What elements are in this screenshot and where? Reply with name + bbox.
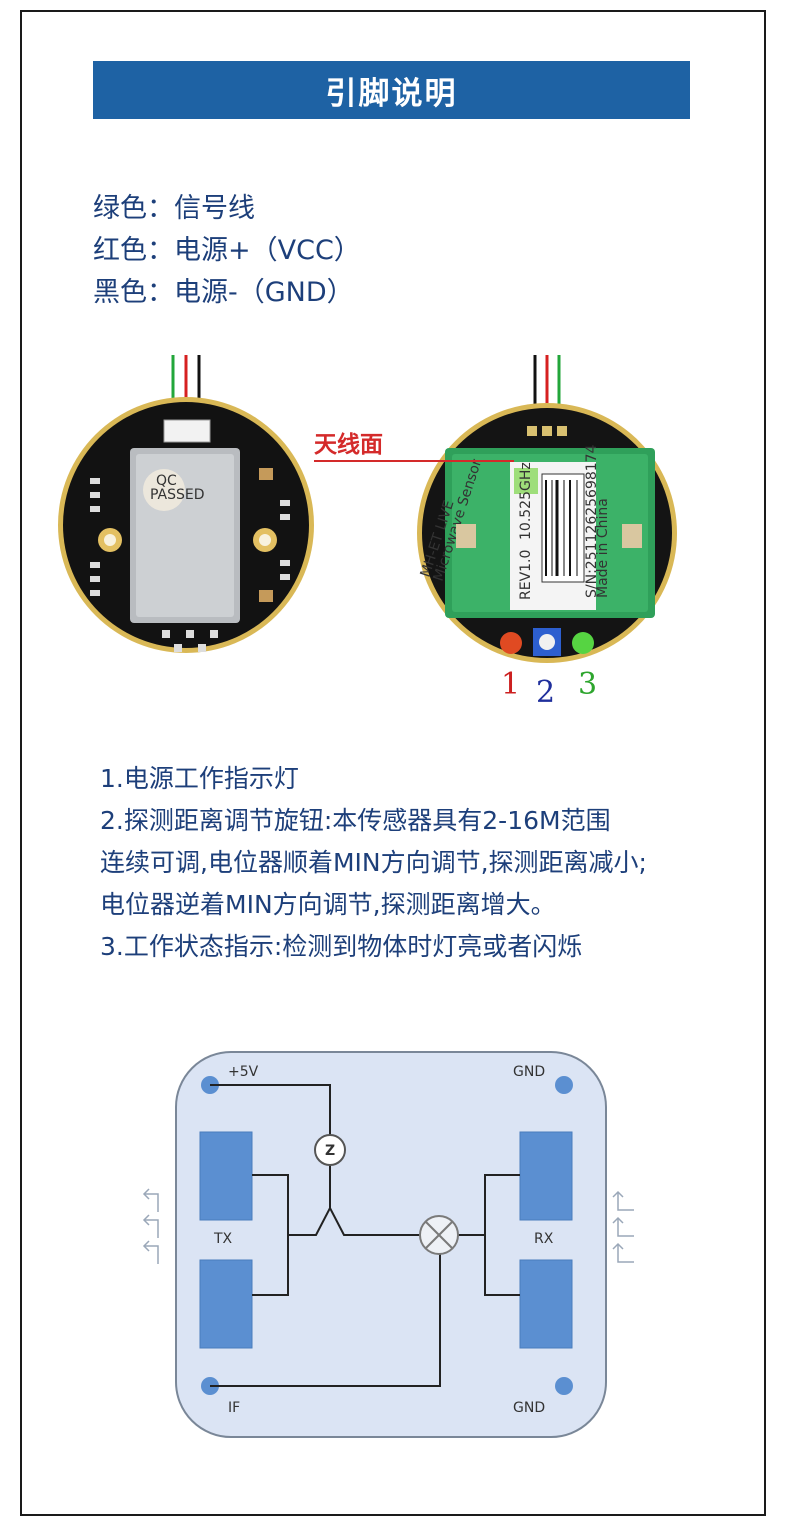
module-front: QC PASSED <box>58 355 314 653</box>
qc-stamp: QC <box>156 473 177 489</box>
made-label: Made in China <box>595 498 611 598</box>
wire-green-label: 绿色：信号线 <box>93 193 255 224</box>
desc-line-4: 电位器逆着MIN方向调节,探测距离增大。 <box>100 890 556 919</box>
vcc-label: +5V <box>228 1064 259 1080</box>
impedance-element <box>314 1134 346 1166</box>
desc-line-2: 2.探测距离调节旋钮:本传感器具有2-16M范围 <box>100 806 611 835</box>
pin-gnd-top <box>555 1076 573 1094</box>
desc-line-1: 1.电源工作指示灯 <box>100 764 299 793</box>
mixer-icon <box>419 1215 459 1255</box>
wire-red-label: 红色：电源+（VCC） <box>93 235 361 266</box>
tx-antenna-upper <box>199 1131 253 1221</box>
if-label: IF <box>228 1400 240 1416</box>
page-frame <box>20 10 766 1516</box>
marker-one: 1 <box>501 667 520 702</box>
power-led <box>500 632 522 654</box>
wire-legend: 绿色：信号线 红色：电源+（VCC） 黑色：电源-（GND） <box>93 188 361 314</box>
serial-label: S/N:25112625698174 <box>584 444 600 598</box>
circuit-diagram: +5V GND IF GND TX RX Z <box>142 1051 634 1438</box>
tx-label: TX <box>213 1231 233 1247</box>
diagram-board <box>175 1051 607 1438</box>
passed-stamp: PASSED <box>150 487 205 503</box>
module-back: REV1.0 10.525GHz S/N:25112625698174 Made… <box>417 355 677 710</box>
marker-two: 2 <box>536 675 555 710</box>
marker-three: 3 <box>578 667 597 702</box>
impedance-label: Z <box>325 1143 335 1159</box>
rev-label: REV1.0 <box>518 550 534 600</box>
rx-wave-arrows <box>612 1190 634 1263</box>
antenna-label: 天线面 <box>314 431 383 458</box>
rx-antenna-upper <box>519 1131 573 1221</box>
desc-line-3: 连续可调,电位器顺着MIN方向调节,探测距离减小; <box>100 848 647 877</box>
section-title: 引脚说明 <box>93 61 690 119</box>
freq-label: 10.525GHz <box>518 462 534 540</box>
rx-antenna-lower <box>519 1259 573 1349</box>
rx-label: RX <box>534 1231 554 1247</box>
pin-gnd-bottom <box>555 1377 573 1395</box>
status-led <box>572 632 594 654</box>
tx-wave-arrows <box>142 1188 159 1264</box>
circuit-wires <box>210 1084 520 1387</box>
desc-line-5: 3.工作状态指示:检测到物体时灯亮或者闪烁 <box>100 932 583 961</box>
gnd-top-label: GND <box>513 1064 545 1080</box>
gnd-bottom-label: GND <box>513 1400 545 1416</box>
tx-antenna-lower <box>199 1259 253 1349</box>
module-photo: QC PASSED <box>58 355 677 710</box>
feature-description: 1.电源工作指示灯 2.探测距离调节旋钮:本传感器具有2-16M范围 连续可调,… <box>100 758 647 968</box>
wire-black-label: 黑色：电源-（GND） <box>93 277 354 308</box>
